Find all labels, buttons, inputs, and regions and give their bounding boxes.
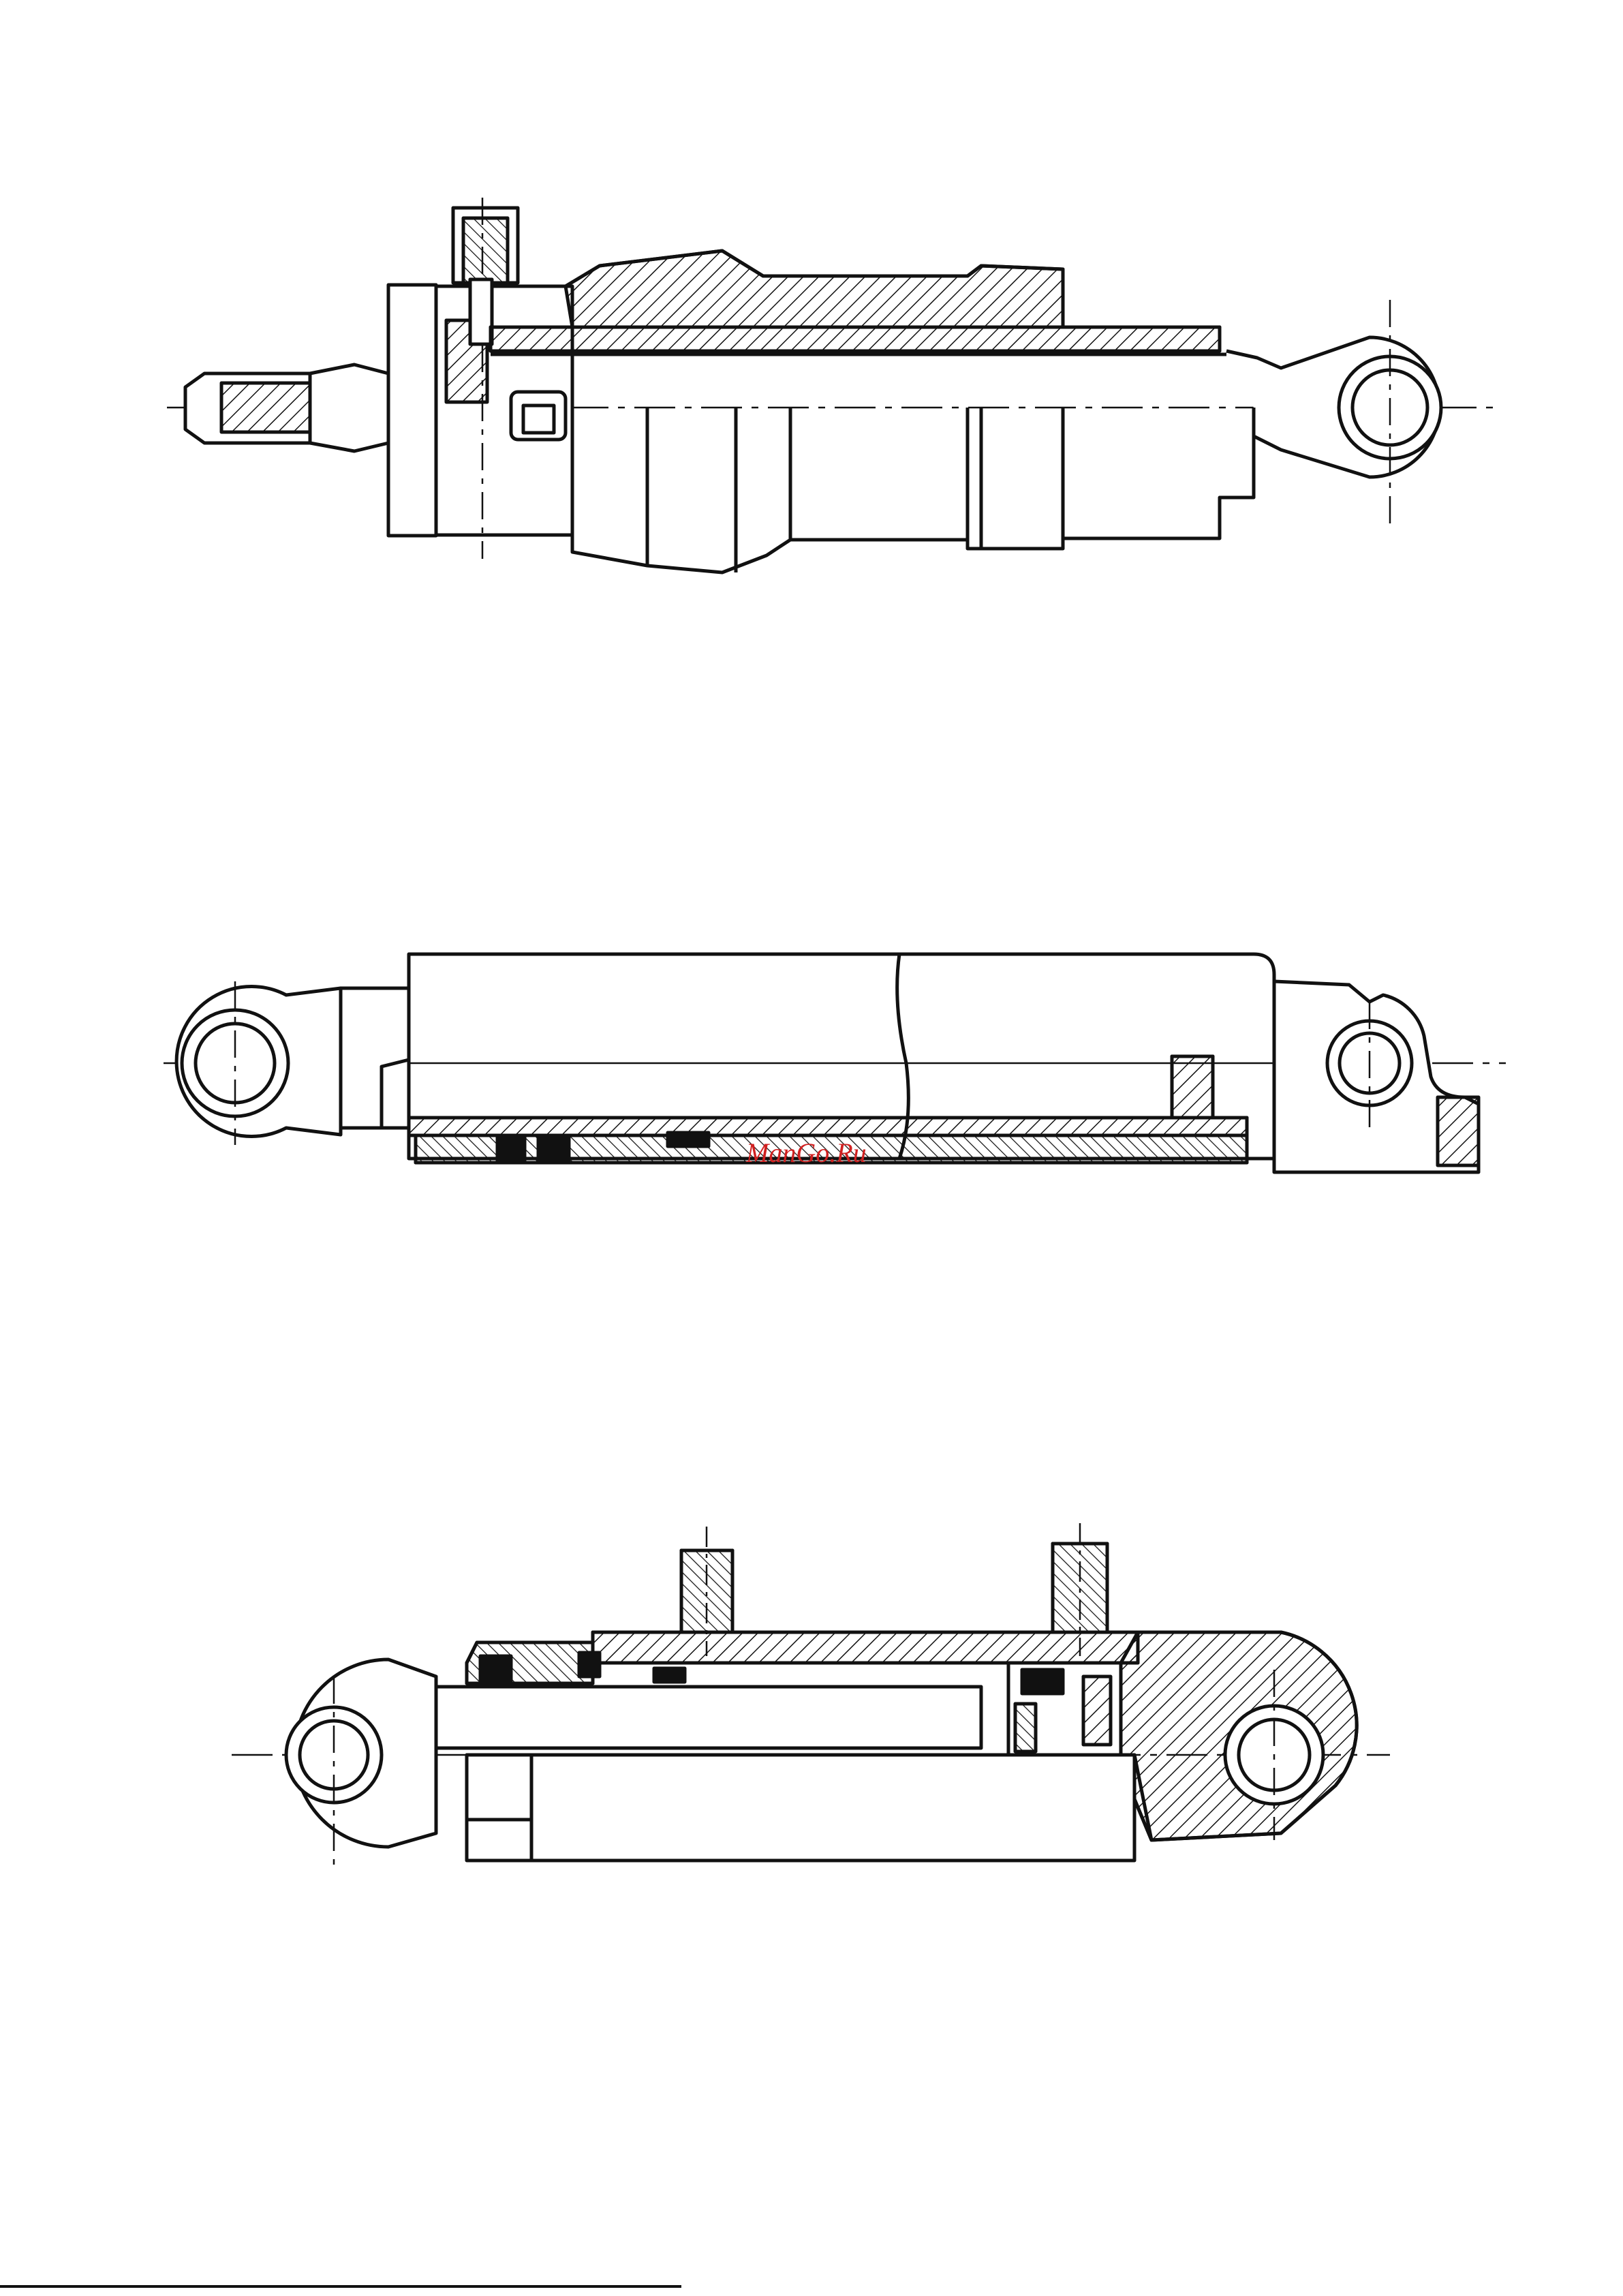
cylinder-3-piston — [1008, 1663, 1121, 1755]
cylinder-3-barrel — [467, 1755, 1134, 1861]
cylinder-2-barrel — [409, 954, 1274, 1163]
cylinder-1-piston-seal — [511, 392, 566, 440]
cylinder-3-rod — [436, 1687, 981, 1748]
cylinder-2-gland — [341, 988, 409, 1128]
watermark-text: ManGo.Ru — [745, 1137, 867, 1168]
cylinder-1-rod-end — [185, 365, 388, 451]
